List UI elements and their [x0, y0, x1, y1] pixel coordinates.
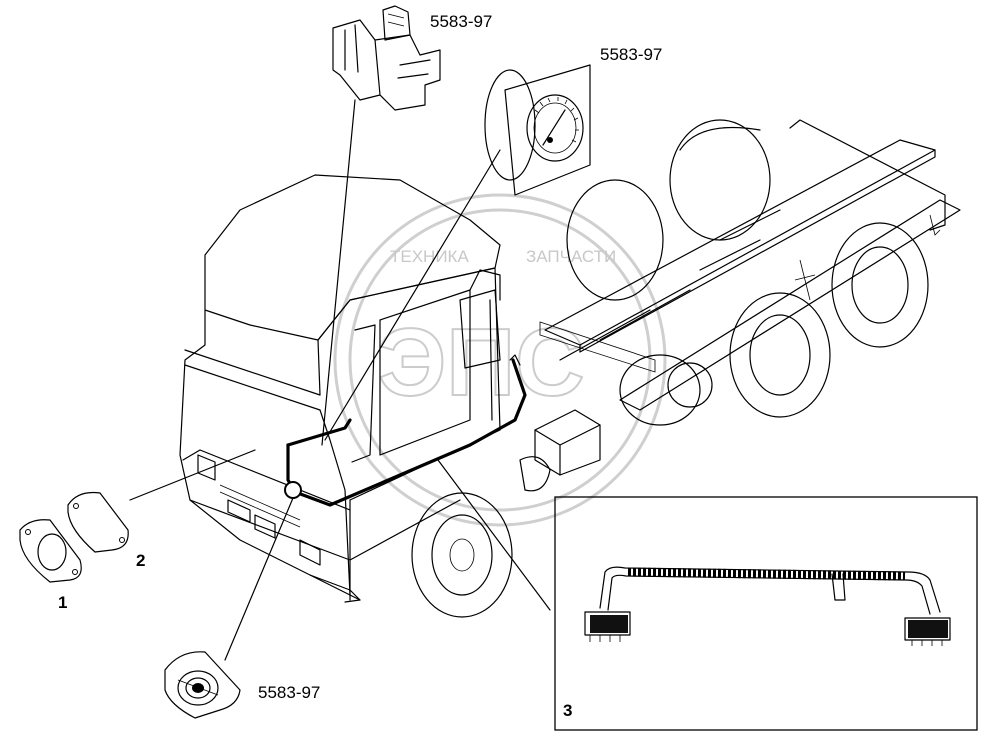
watermark: ТЕХНИКА ЗАПЧАСТИ ЭПС	[333, 193, 667, 527]
tachograph-gauge	[484, 64, 591, 196]
item-number-1: 1	[58, 593, 67, 612]
item-number-3: 3	[563, 701, 572, 720]
truck-cab	[179, 174, 501, 603]
front-wheel	[411, 492, 513, 618]
watermark-text-left: ТЕХНИКА	[390, 247, 469, 266]
watermark-text-right: ЗАПЧАСТИ	[526, 247, 616, 266]
part-code-label-bottom: 5583-97	[258, 683, 320, 702]
gasket-part-1	[19, 519, 82, 583]
air-tanks	[519, 259, 816, 492]
item-number-2: 2	[136, 551, 145, 570]
chassis-frame	[539, 119, 961, 411]
part-code-label-gauge: 5583-97	[600, 45, 662, 64]
leader-lines	[129, 99, 551, 661]
wiring-harness	[284, 354, 527, 507]
connector-bracket	[332, 5, 441, 111]
cover-plate-part-2	[67, 491, 129, 553]
part-code-label-top: 5583-97	[430, 12, 492, 31]
watermark-logo: ЭПС	[378, 309, 585, 416]
sensor-unit	[164, 651, 241, 719]
inset-cable-detail	[554, 496, 978, 731]
rear-wheels	[566, 119, 929, 418]
